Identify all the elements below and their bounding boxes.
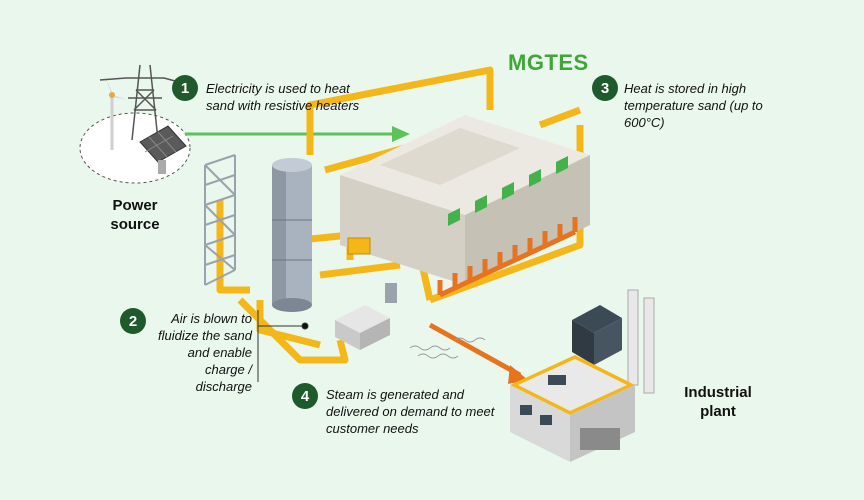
step2-leader [257,310,309,382]
step-3-text: Heat is stored in high temperature sand … [624,81,763,130]
step-2-text: Air is blown to fluidize the sand and en… [158,311,252,394]
step-4-text: Steam is generated and delivered on dema… [326,387,495,436]
blower-unit [335,283,397,350]
solar-panel-icon [139,125,187,174]
step-1-badge: 1 [172,75,198,101]
sand-silo [272,158,312,312]
mgtes-storage-building [340,115,590,285]
step-4-badge: 4 [292,383,318,409]
electricity-arrow [185,126,410,142]
heater-panels [448,156,568,226]
power-source-line1: Power [112,197,158,214]
diagram-title: MGTES [508,50,589,75]
industrial-plant-label: Industrial plant [668,383,768,421]
power-source-line2: source [110,216,160,233]
heat-exchanger-tower [204,154,236,286]
step-2-badge: 2 [120,308,146,334]
steam-pipes [428,217,578,378]
step-3-badge: 3 [592,75,618,101]
factory-icon [510,289,655,462]
industrial-plant-line1: Industrial [684,384,752,401]
step-1-text: Electricity is used to heat sand with re… [206,81,360,113]
power-source-label: Power source [95,196,175,234]
steam-waves [409,337,486,359]
industrial-plant-line2: plant [700,403,736,420]
